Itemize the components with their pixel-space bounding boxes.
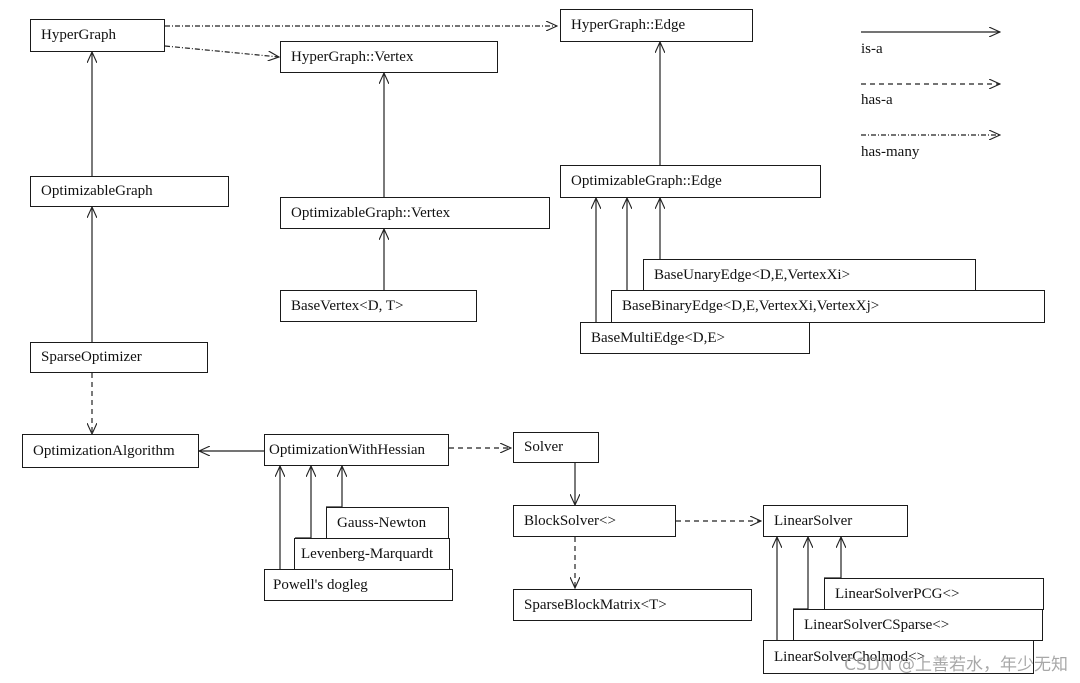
node-gauss-newton: Gauss-Newton [326, 507, 449, 539]
node-linear-solver-cholmod: LinearSolverCholmod<> [763, 640, 1034, 674]
node-optimization-algorithm: OptimizationAlgorithm [22, 434, 199, 468]
node-optimizable-graph-vertex: OptimizableGraph::Vertex [280, 197, 550, 229]
edge-gauss-to-hessian [326, 466, 342, 508]
node-hypergraph: HyperGraph [30, 19, 165, 52]
legend-has-a-label: has-a [861, 92, 893, 108]
node-base-multi-edge: BaseMultiEdge<D,E> [580, 322, 810, 354]
node-solver: Solver [513, 432, 599, 463]
node-sparse-optimizer: SparseOptimizer [30, 342, 208, 373]
node-optimizable-graph: OptimizableGraph [30, 176, 229, 207]
node-linear-solver-csparse: LinearSolverCSparse<> [793, 609, 1043, 641]
watermark-text: CSDN @上善若水，年少无知 [844, 655, 1068, 675]
edge-csparse-to-linearsolver [793, 537, 808, 610]
node-base-unary-edge: BaseUnaryEdge<D,E,VertexXi> [643, 259, 976, 291]
edge-pcg-to-linearsolver [824, 537, 841, 579]
legend-has-many-label: has-many [861, 144, 920, 160]
node-hypergraph-edge: HyperGraph::Edge [560, 9, 753, 42]
node-base-binary-edge: BaseBinaryEdge<D,E,VertexXi,VertexXj> [611, 290, 1045, 323]
node-block-solver: BlockSolver<> [513, 505, 676, 537]
node-levenberg-marquardt: Levenberg-Marquardt [294, 538, 450, 570]
edge-hypergraph-to-vertex [164, 45, 279, 57]
node-powells-dogleg: Powell's dogleg [264, 569, 453, 601]
node-sparse-block-matrix: SparseBlockMatrix<T> [513, 589, 752, 621]
node-linear-solver-pcg: LinearSolverPCG<> [824, 578, 1044, 610]
legend-is-a-label: is-a [861, 41, 883, 57]
node-optimizable-graph-edge: OptimizableGraph::Edge [560, 165, 821, 198]
edge-levenberg-to-hessian [295, 466, 311, 539]
node-hypergraph-vertex: HyperGraph::Vertex [280, 41, 498, 73]
node-linear-solver: LinearSolver [763, 505, 908, 537]
edge-unary-to-optedge [645, 198, 660, 261]
node-optimization-with-hessian: OptimizationWithHessian [264, 434, 449, 466]
node-base-vertex: BaseVertex<D, T> [280, 290, 477, 322]
